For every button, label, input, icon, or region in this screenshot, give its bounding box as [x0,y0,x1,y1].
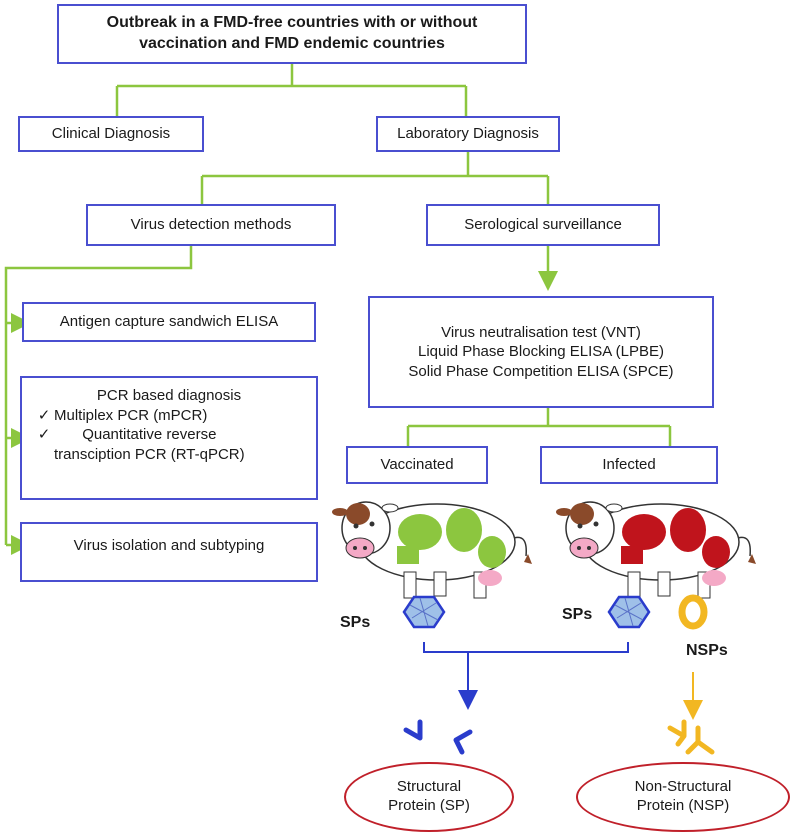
nsp-antibody-icon [667,719,715,755]
serology-test-spce: Solid Phase Competition ELISA (SPCE) [408,362,674,380]
pcr-heading: PCR based diagnosis [96,387,242,404]
virus-isolation-label: Virus isolation and subtyping [73,537,265,554]
pcr-diagnosis-box: PCR based diagnosis ✓ Multiplex PCR (mPC… [20,376,318,500]
connector-title-split [115,64,468,116]
structural-protein-ellipse: Structural Protein (SP) [344,762,514,832]
check-icon: ✓ [37,406,51,424]
infected-cow-illustration [556,501,756,599]
nsp-label: NSPs [686,642,728,659]
pcr-item-label: Quantitative reverse [82,426,217,443]
vaccinated-label: Vaccinated [380,456,454,474]
sp-antibody-icon [403,719,473,755]
serology-tests-box: Virus neutralisation test (VNT) Liquid P… [368,296,714,408]
connector-tests-split [406,408,672,446]
nonstructural-protein-line-1: Non-Structural [634,778,732,796]
check-icon: ✓ [37,426,51,443]
antigen-elisa-box: Antigen capture sandwich ELISA [22,302,316,342]
infected-box: Infected [540,446,718,484]
sp-hexagon-icon-left [402,595,446,629]
antigen-elisa-label: Antigen capture sandwich ELISA [59,313,279,331]
virus-detection-label: Virus detection methods [130,216,292,234]
sp-label-left: SPs [340,614,371,631]
sp-label-right: SPs [562,606,593,623]
title-line-1: Outbreak in a FMD-free countries with or… [106,14,478,32]
structural-protein-line-2: Protein (SP) [388,797,470,814]
structural-protein-line-1: Structural [396,778,462,796]
virus-isolation-box: Virus isolation and subtyping [20,522,318,582]
vaccinated-box: Vaccinated [346,446,488,484]
pcr-item-multiplex: ✓ Multiplex PCR (mPCR) [34,406,208,426]
nonstructural-protein-line-2: Protein (NSP) [636,797,730,814]
sp-hexagon-icon-right [607,595,651,629]
serological-surveillance-box: Serological surveillance [426,204,660,246]
serology-test-vnt: Virus neutralisation test (VNT) [441,323,641,341]
laboratory-diagnosis-box: Laboratory Diagnosis [376,116,560,152]
serology-test-lpbe: Liquid Phase Blocking ELISA (LPBE) [418,343,664,361]
clinical-diagnosis-box: Clinical Diagnosis [18,116,204,152]
nsp-ring-icon [678,594,708,630]
clinical-diagnosis-label: Clinical Diagnosis [51,125,171,143]
connector-sp-bracket [423,642,629,653]
serological-surveillance-label: Serological surveillance [464,216,622,234]
outbreak-title-box: Outbreak in a FMD-free countries with or… [57,4,527,64]
pcr-item-label: transciption PCR (RT-qPCR) [54,445,245,463]
nonstructural-protein-ellipse: Non-Structural Protein (NSP) [576,762,790,832]
pcr-item-label: Multiplex PCR (mPCR) [54,406,208,424]
connector-lab-split [200,152,550,204]
virus-detection-box: Virus detection methods [86,204,336,246]
infected-label: Infected [602,456,656,474]
pcr-item-rtqpcr: ✓ Quantitative reverse transciption PCR … [34,425,245,464]
title-line-2: vaccination and FMD endemic countries [139,35,445,52]
vaccinated-cow-illustration [332,501,532,599]
laboratory-diagnosis-label: Laboratory Diagnosis [397,125,539,143]
